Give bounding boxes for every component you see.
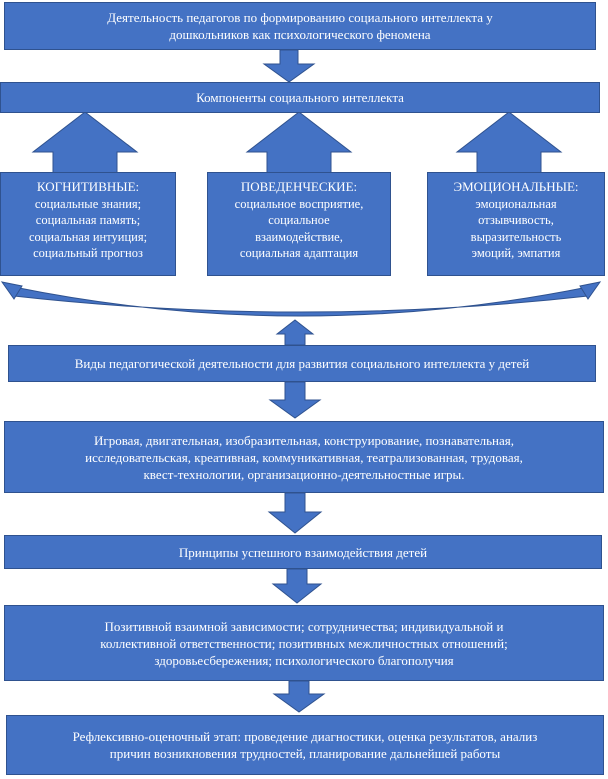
down-arrow-4 [271, 568, 323, 604]
curve-arrowhead-right [579, 281, 602, 300]
box-activity-types-list: Игровая, двигательная, изобразительная, … [4, 421, 604, 493]
component-cognitive-body: социальные знания; социальная память; со… [28, 196, 148, 261]
down-arrow-5 [272, 680, 326, 713]
component-behavioral-heading: ПОВЕДЕНЧЕСКИЕ: [240, 179, 358, 194]
up-arrow-emotional [455, 111, 563, 179]
curve-arrowhead-left [0, 281, 23, 300]
box-activity-types-title-text: Виды педагогической деятельности для раз… [74, 356, 530, 371]
down-arrow-2 [268, 381, 322, 419]
box-components-title-text: Компоненты социального интеллекта [196, 90, 404, 105]
box-principles-list-text: Позитивной взаимной зависимости; сотрудн… [100, 618, 508, 668]
curved-connector [13, 286, 589, 317]
component-behavioral-body: социальное восприятие, социальное взаимо… [234, 196, 364, 261]
box-reflective-stage: Рефлексивно-оценочный этап: проведение д… [6, 715, 604, 775]
box-principles-title-text: Принципы успешного взаимодействия детей [178, 544, 428, 560]
component-cognitive-heading: КОГНИТИВНЫЕ: [36, 179, 140, 194]
component-emotional-heading: ЭМОЦИОНАЛЬНЫЕ: [453, 179, 579, 194]
component-emotional: ЭМОЦИОНАЛЬНЫЕ: эмоциональная отзывчивост… [427, 172, 605, 276]
down-arrow-3 [267, 492, 323, 534]
component-cognitive: КОГНИТИВНЫЕ: социальные знания; социальн… [0, 172, 176, 276]
box-principles-title: Принципы успешного взаимодействия детей [4, 535, 602, 569]
box-reflective-stage-text: Рефлексивно-оценочный этап: проведение д… [72, 729, 538, 761]
box-components-title: Компоненты социального интеллекта [0, 82, 600, 113]
box-activity-types-list-text: Игровая, двигательная, изобразительная, … [85, 432, 523, 482]
up-arrow-cognitive [31, 111, 139, 179]
down-arrow-1 [262, 49, 316, 83]
component-behavioral: ПОВЕДЕНЧЕСКИЕ: социальное восприятие, со… [207, 172, 391, 276]
component-emotional-body: эмоциональная отзывчивость, выразительно… [470, 196, 562, 261]
box-activity-types-title: Виды педагогической деятельности для раз… [8, 345, 596, 382]
up-arrow-behavioral [245, 111, 353, 179]
box-pedagogical-activity-text: Деятельность педагогов по формированию с… [107, 10, 493, 42]
up-arrow-center [275, 319, 315, 346]
box-pedagogical-activity: Деятельность педагогов по формированию с… [4, 2, 596, 50]
box-principles-list: Позитивной взаимной зависимости; сотрудн… [4, 605, 604, 681]
